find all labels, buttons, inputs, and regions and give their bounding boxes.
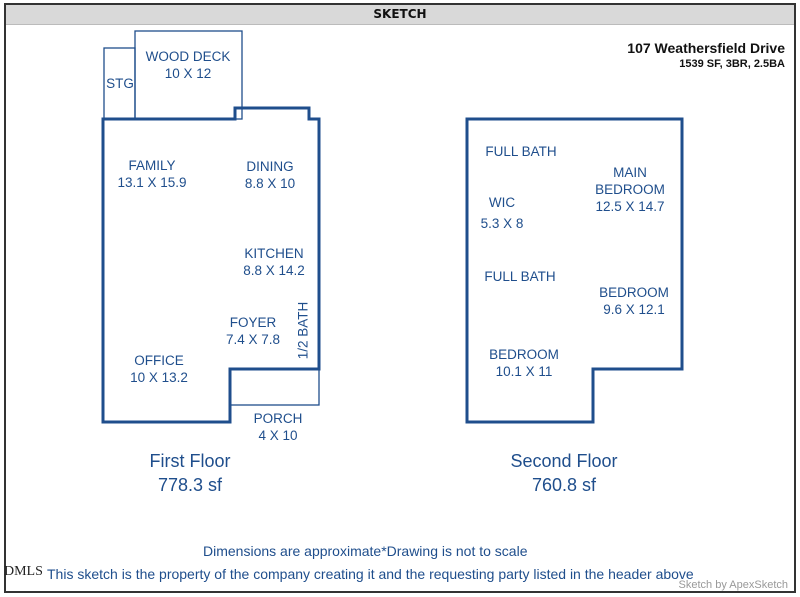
ownership-note: This sketch is the property of the compa… bbox=[47, 566, 694, 582]
second-floor-outline bbox=[465, 117, 684, 424]
room-half-bath: 1/2 BATH bbox=[295, 301, 311, 360]
porch-outline bbox=[229, 368, 320, 406]
mls-watermark: DMLS bbox=[4, 564, 43, 579]
property-info: 107 Weathersfield Drive 1539 SF, 3BR, 2.… bbox=[627, 40, 785, 70]
sketch-frame bbox=[4, 3, 796, 593]
property-address: 107 Weathersfield Drive bbox=[627, 40, 785, 56]
section-header: SKETCH bbox=[6, 5, 794, 25]
room-full-bath-1: FULL BATH bbox=[485, 144, 557, 159]
property-summary: 1539 SF, 3BR, 2.5BA bbox=[679, 58, 785, 70]
room-full-bath-2: FULL BATH bbox=[484, 269, 556, 284]
first-floor-outline bbox=[101, 106, 321, 424]
apexsketch-credit: Sketch by ApexSketch bbox=[678, 579, 788, 591]
disclaimer-note: Dimensions are approximate*Drawing is no… bbox=[203, 543, 528, 559]
room-storage: STG bbox=[106, 76, 134, 91]
